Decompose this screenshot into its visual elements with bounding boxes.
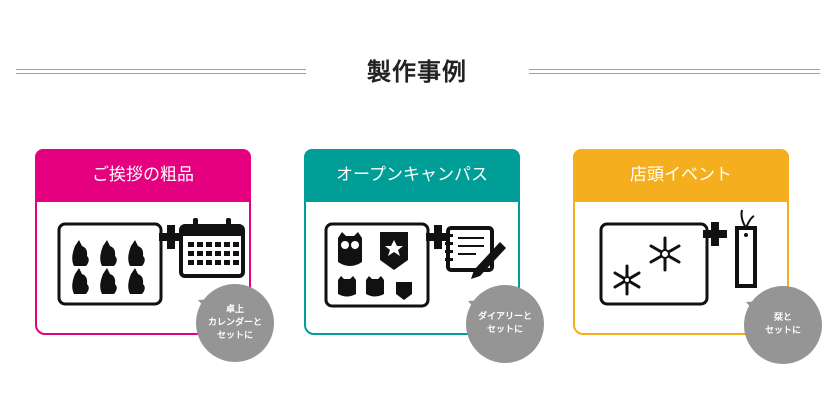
note-line: セットに: [764, 326, 801, 336]
card-illustration: [306, 202, 518, 333]
card-illustration: [37, 202, 249, 333]
note-line: カレンダーと: [207, 317, 262, 328]
note-line: 卓上: [225, 304, 244, 315]
note-line: 栞と: [773, 313, 792, 323]
example-card-greeting-gift: ご挨拶の粗品: [35, 149, 251, 335]
owl-stickers-icon: [324, 222, 430, 308]
diary-icon: [445, 226, 506, 279]
note-bubble-calendar: 卓上 カレンダーと セットに: [196, 284, 274, 362]
cat-stickers-icon: [57, 222, 163, 306]
card-title: ご挨拶の粗品: [35, 149, 251, 202]
plus-icon: [426, 225, 450, 249]
note-line: ダイアリーと: [477, 312, 532, 322]
calendar-icon: [179, 218, 245, 278]
section-title: 製作事例: [367, 58, 467, 86]
note-line: セットに: [486, 325, 523, 335]
header-rule-right: [529, 69, 820, 75]
note-bubble-bookmark: 栞と セットに: [744, 286, 822, 364]
note-bubble-diary: ダイアリーと セットに: [466, 285, 544, 363]
card-illustration: [575, 202, 787, 333]
snowflake-stickers-icon: [599, 222, 709, 306]
card-title: 店頭イベント: [573, 149, 789, 202]
plus-icon: [159, 225, 183, 249]
card-title: オープンキャンパス: [304, 149, 520, 202]
note-line: セットに: [216, 330, 253, 341]
example-card-open-campus: オープンキャンパス: [304, 149, 520, 335]
header-rule-left: [16, 69, 306, 75]
plus-icon: [703, 222, 727, 246]
bookmark-icon: [735, 209, 757, 288]
